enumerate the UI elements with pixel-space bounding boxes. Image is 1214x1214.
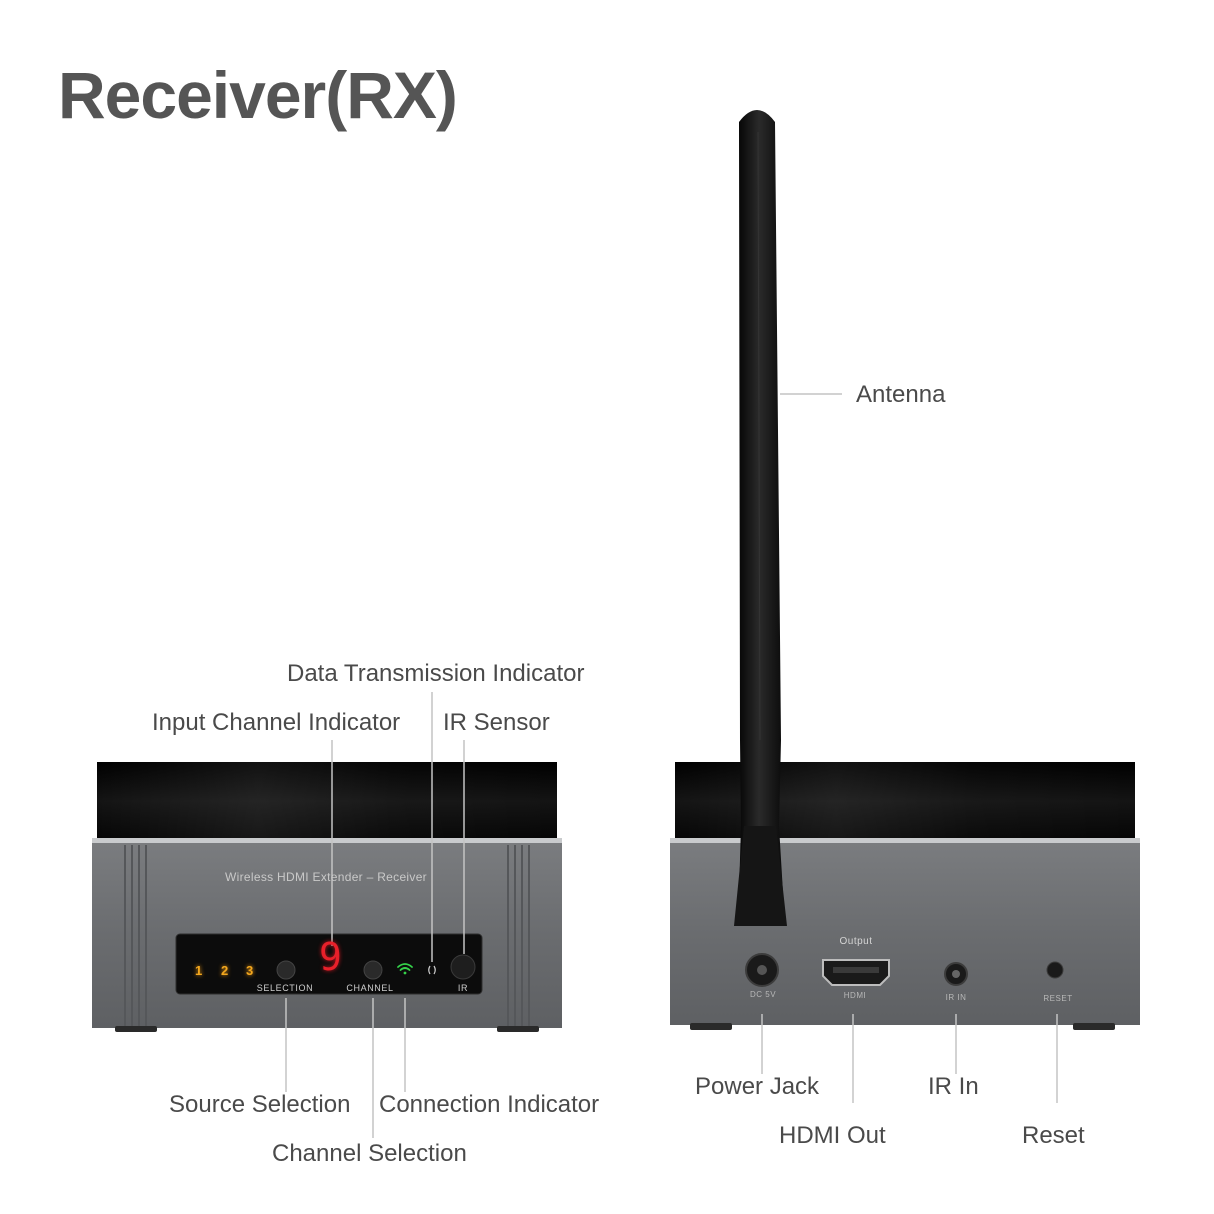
ir-label: IR (457, 983, 469, 993)
channel-display-digit: 9 (319, 935, 342, 979)
dc-5v-label: DC 5V (749, 990, 777, 999)
page-title: Receiver(RX) (58, 58, 458, 132)
led-source-2: 2 (221, 963, 229, 978)
callout-reset: Reset (1022, 1122, 1085, 1149)
selection-button[interactable] (276, 960, 296, 980)
ir-in-label: IR IN (945, 993, 967, 1002)
antenna (734, 110, 787, 926)
callout-hdmi-out: HDMI Out (779, 1122, 886, 1149)
reset-label: RESET (1043, 994, 1073, 1003)
reset-button[interactable] (1046, 961, 1064, 979)
callout-ir-sensor: IR Sensor (443, 709, 550, 736)
channel-button[interactable] (363, 960, 383, 980)
callout-ir-in: IR In (928, 1073, 979, 1100)
front-display-panel (175, 933, 483, 995)
hdmi-label: HDMI (843, 991, 867, 1000)
callout-power-jack: Power Jack (695, 1073, 820, 1100)
selection-label: SELECTION (256, 983, 314, 993)
data-transmission-icon (428, 965, 436, 975)
callout-connection-indicator: Connection Indicator (379, 1091, 600, 1118)
callout-input-channel-indicator: Input Channel Indicator (152, 709, 401, 736)
device-model-label: Wireless HDMI Extender – Receiver (225, 870, 427, 884)
leader-lines (285, 393, 1058, 1138)
callout-source-selection: Source Selection (169, 1091, 351, 1118)
callout-data-transmission-indicator: Data Transmission Indicator (287, 660, 585, 687)
led-source-1: 1 (195, 963, 203, 978)
front-device (92, 762, 562, 1032)
callout-antenna: Antenna (856, 381, 946, 408)
wifi-icon (397, 963, 413, 975)
ir-sensor-window (450, 954, 476, 980)
channel-label: CHANNEL (346, 983, 394, 993)
led-source-3: 3 (246, 963, 254, 978)
output-label: Output (839, 936, 873, 947)
callout-channel-selection: Channel Selection (272, 1140, 467, 1167)
